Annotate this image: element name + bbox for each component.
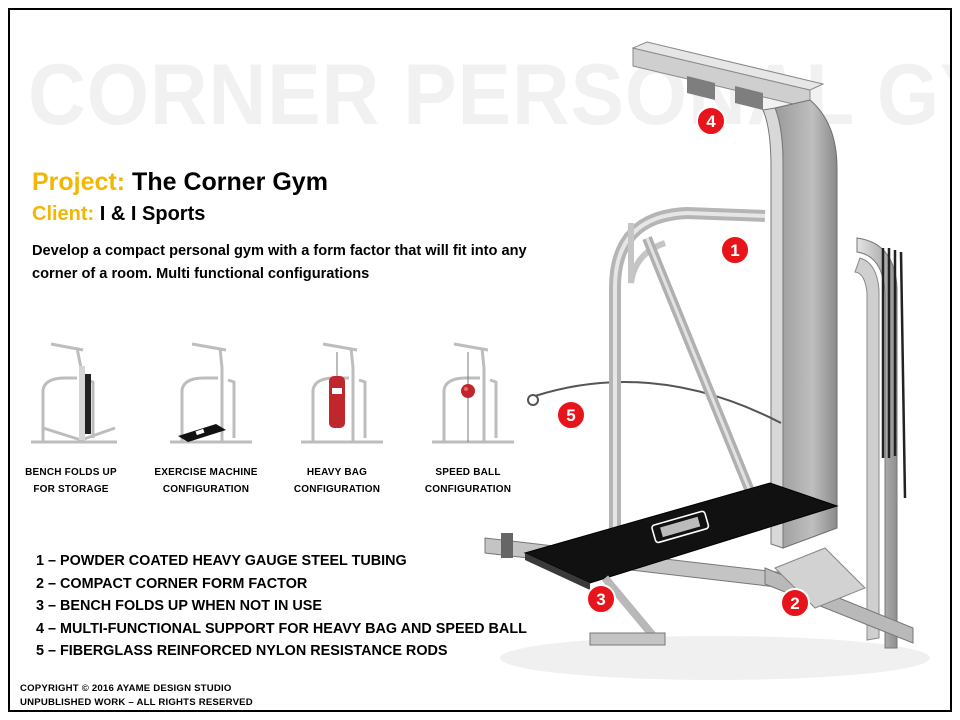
- right-frame: [854, 237, 907, 649]
- thumb-exercise-machine: EXERCISE MACHINE CONFIGURATION: [151, 338, 261, 498]
- bench-folded-image: [31, 342, 117, 444]
- feature-item: 1 – POWDER COATED HEAVY GAUGE STEEL TUBI…: [36, 553, 407, 569]
- floor-shadow: [500, 636, 930, 680]
- feature-item: 5 – FIBERGLASS REINFORCED NYLON RESISTAN…: [36, 643, 448, 660]
- exercise-machine-image: [170, 342, 252, 444]
- corner-gym-render: 1 2 3 4 5: [484, 41, 930, 680]
- bench: [523, 482, 839, 646]
- svg-text:1: 1: [730, 241, 739, 260]
- top-support-bar: [631, 41, 825, 110]
- callout-3: 3: [586, 584, 616, 614]
- thumb-caption-exercise-machine: EXERCISE MACHINE CONFIGURATION: [154, 467, 258, 495]
- project-line: Project: The Corner Gym: [32, 168, 328, 197]
- callout-5: 5: [556, 400, 586, 430]
- client-value: I & I Sports: [99, 203, 206, 225]
- feature-item: 2 – COMPACT CORNER FORM FACTOR: [36, 575, 308, 592]
- copyright-notice: COPYRIGHT © 2016 AYAME DESIGN STUDIO UNP…: [20, 683, 253, 708]
- svg-text:5: 5: [566, 406, 575, 425]
- callout-2: 2: [780, 588, 810, 618]
- client-label: Client:: [32, 203, 95, 225]
- project-value: The Corner Gym: [132, 168, 328, 196]
- svg-text:3: 3: [596, 590, 605, 609]
- feature-item: 4 – MULTI-FUNCTIONAL SUPPORT FOR HEAVY B…: [36, 620, 527, 637]
- callout-1: 1: [720, 235, 750, 265]
- svg-text:2: 2: [790, 594, 799, 613]
- project-description: Develop a compact personal gym with a fo…: [32, 243, 527, 282]
- resistance-rod: [534, 381, 782, 424]
- thumb-caption-bench-folds: BENCH FOLDS UP FOR STORAGE: [25, 467, 117, 495]
- thumb-bench-folds: BENCH FOLDS UP FOR STORAGE: [16, 338, 126, 498]
- callout-4: 4: [696, 106, 726, 136]
- thumb-heavy-bag: HEAVY BAG CONFIGURATION: [282, 338, 392, 498]
- thumb-caption-heavy-bag: HEAVY BAG CONFIGURATION: [293, 467, 381, 495]
- project-label: Project:: [32, 168, 126, 196]
- speed-ball-image: [432, 342, 514, 444]
- svg-text:4: 4: [706, 112, 716, 131]
- left-arch-frame: [609, 207, 770, 573]
- slide-frame: CORNER PERSONAL GYM Project: The Corner …: [8, 8, 952, 712]
- thumb-caption-speed-ball: SPEED BALL CONFIGURATION: [424, 467, 512, 495]
- rod-handle: [527, 394, 539, 406]
- heavy-bag-image: [301, 342, 383, 444]
- features-list: 1 – POWDER COATED HEAVY GAUGE STEEL TUBI…: [36, 550, 527, 663]
- thumb-speed-ball: SPEED BALL CONFIGURATION: [413, 338, 523, 498]
- main-pillar: [762, 99, 838, 549]
- feature-item: 3 – BENCH FOLDS UP WHEN NOT IN USE: [36, 598, 322, 615]
- configuration-thumbnails: BENCH FOLDS UP FOR STORAGE EXERCISE MACH…: [16, 338, 526, 513]
- client-line: Client: I & I Sports: [32, 203, 205, 226]
